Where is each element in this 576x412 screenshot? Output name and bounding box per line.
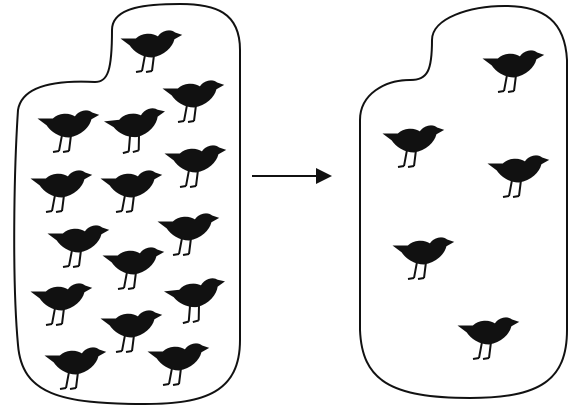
bird-icon bbox=[105, 108, 168, 155]
bird-icon bbox=[102, 171, 161, 212]
population-after-outline bbox=[360, 6, 567, 398]
right-arrow-icon bbox=[252, 168, 332, 184]
bird-icon bbox=[159, 214, 218, 255]
bird-icon bbox=[149, 344, 208, 385]
bird-icon bbox=[49, 226, 108, 267]
bird-icon bbox=[489, 156, 548, 197]
population-before bbox=[32, 31, 228, 389]
bird-icon bbox=[164, 81, 223, 122]
bird-icon bbox=[459, 318, 518, 359]
bird-icon bbox=[394, 238, 453, 279]
bird-icon bbox=[165, 278, 228, 325]
bird-icon bbox=[166, 146, 225, 187]
population-after bbox=[384, 51, 548, 359]
bird-icon bbox=[484, 51, 543, 92]
bird-icon bbox=[32, 171, 91, 212]
bird-icon bbox=[39, 111, 98, 152]
population-before-outline bbox=[14, 4, 240, 404]
bird-icon bbox=[32, 284, 91, 325]
bird-icon bbox=[122, 31, 181, 72]
bird-icon bbox=[384, 126, 443, 167]
bird-icon bbox=[102, 311, 161, 352]
bird-icon bbox=[104, 248, 163, 289]
bird-icon bbox=[46, 348, 105, 389]
